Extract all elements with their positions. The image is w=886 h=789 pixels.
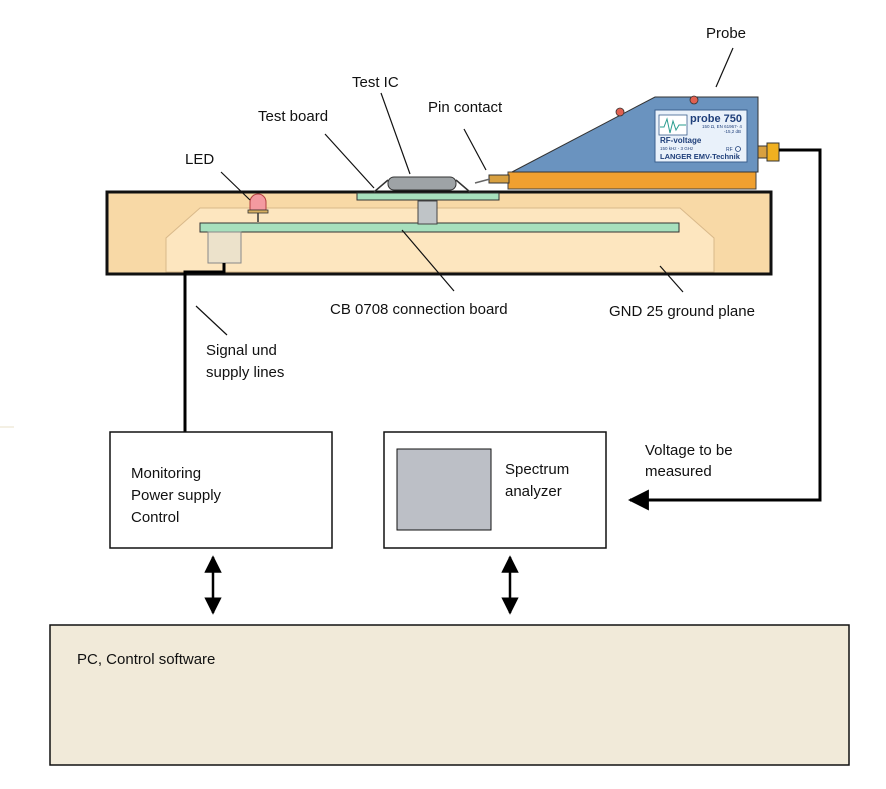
probe-tip <box>488 174 510 184</box>
led <box>249 193 267 211</box>
label-led: LED <box>185 151 214 168</box>
probe-type: RF-voltage <box>660 136 702 145</box>
probe-label-panel: probe 750 150 Ω, EN 61967- 4 -15,2 dB RF… <box>654 109 748 163</box>
monitoring-label-1: Monitoring <box>131 465 201 482</box>
test-ic-leads <box>373 179 471 193</box>
label-pin-contact: Pin contact <box>428 99 503 116</box>
spectrum-analyzer-screen <box>396 448 492 531</box>
pc-label: PC, Control software <box>77 651 215 668</box>
board-connector <box>417 200 438 225</box>
led-base <box>247 209 269 214</box>
monitoring-label-2: Power supply <box>131 487 222 504</box>
label-test-ic: Test IC <box>352 74 399 91</box>
spectrum-label-2: analyzer <box>505 483 562 500</box>
test-ic <box>387 176 457 191</box>
ground-plane-inner <box>165 207 715 273</box>
spectrum-label-1: Spectrum <box>505 461 569 478</box>
voltage-line <box>627 148 822 511</box>
supply-connector <box>207 231 242 264</box>
label-signal-lines-1: Signal und <box>206 342 277 359</box>
leader-lines <box>195 47 734 336</box>
monitoring-box <box>109 431 333 549</box>
probe-spec-2: -15,2 dB <box>724 129 741 134</box>
probe-model: probe 750 <box>690 113 742 125</box>
label-connection-board: CB 0708 connection board <box>330 301 508 318</box>
test-board <box>356 192 500 201</box>
label-voltage-1: Voltage to be <box>645 442 733 459</box>
probe-button-1 <box>615 107 625 117</box>
probe-base <box>507 171 757 190</box>
monitoring-label-3: Control <box>131 509 179 526</box>
label-probe: Probe <box>706 25 746 42</box>
label-ground-plane: GND 25 ground plane <box>609 303 755 320</box>
label-signal-lines-2: supply lines <box>206 364 284 381</box>
label-voltage-2: measured <box>645 463 712 480</box>
signal-supply-line <box>183 263 226 432</box>
label-test-board: Test board <box>258 108 328 125</box>
probe-rf-mark: RF <box>726 147 733 153</box>
probe-spec-1: 150 Ω, EN 61967- 4 <box>702 124 742 129</box>
probe-brand: LANGER EMV-Technik <box>660 152 741 161</box>
pc-box <box>49 624 850 766</box>
probe-button-2 <box>689 95 699 105</box>
probe-range: 150 kHz - 3 GHz <box>660 146 694 151</box>
connection-board <box>199 222 680 233</box>
